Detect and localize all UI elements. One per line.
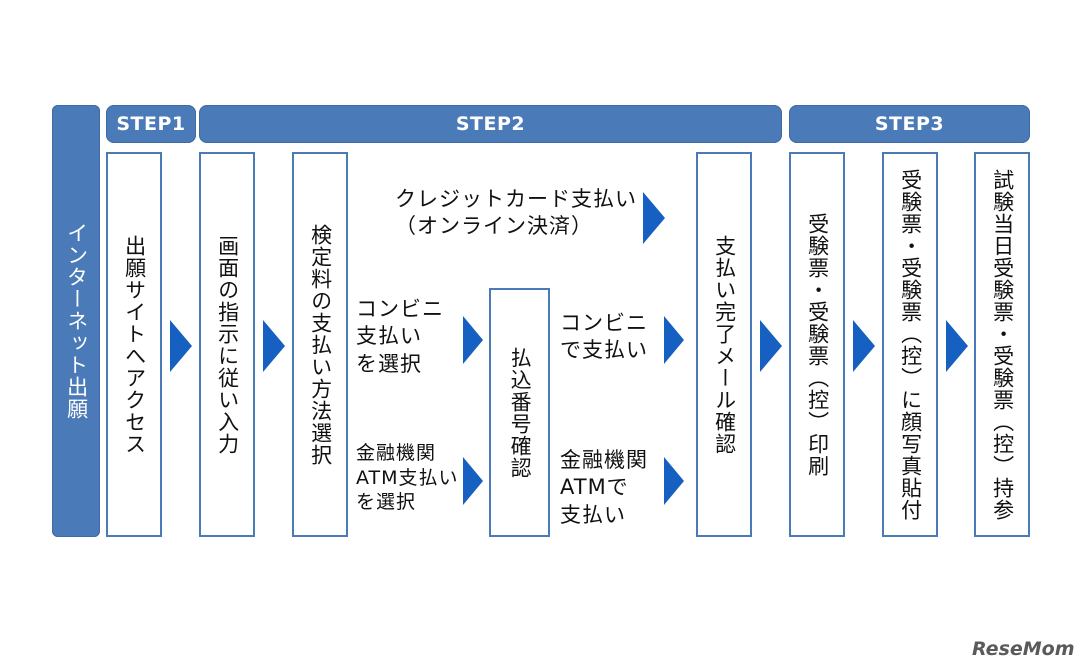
box-print-ticket-text: 受験票・受験票（控）印刷 [805, 212, 830, 477]
internet-application-label: インターネット出願 [52, 105, 100, 537]
box-bring-ticket: 試験当日受験票・受験票（控）持参 [974, 152, 1030, 537]
box-payment-number: 払込番号確認 [489, 288, 550, 537]
step1-header: STEP1 [106, 105, 196, 143]
box-input-form: 画面の指示に従い入力 [199, 152, 255, 537]
arrow-right-icon [643, 192, 665, 244]
arrow-right-icon [463, 316, 483, 364]
step2-header: STEP2 [199, 105, 782, 143]
box-completion-mail: 支払い完了メール確認 [696, 152, 752, 537]
box-completion-mail-text: 支払い完了メール確認 [712, 234, 737, 455]
arrow-right-icon [853, 320, 875, 372]
arrow-right-icon [463, 457, 483, 505]
box-payment-number-text: 払込番号確認 [508, 346, 533, 479]
arrow-right-icon [664, 316, 684, 364]
atm-select-label: 金融機関 ATM支払い を選択 [356, 442, 459, 514]
conveni-pay-label: コンビニ で支払い [560, 311, 648, 363]
box-access-site-text: 出願サイトへアクセス [122, 234, 147, 455]
arrow-right-icon [263, 320, 285, 372]
box-payment-method-text: 検定料の支払い方法選択 [308, 223, 333, 466]
arrow-right-icon [760, 320, 782, 372]
box-bring-ticket-text: 試験当日受験票・受験票（控）持参 [990, 168, 1015, 521]
resemom-logo: ReseMom [972, 638, 1075, 660]
credit-card-label: クレジットカード支払い （オンライン決済） [395, 187, 637, 239]
box-payment-method: 検定料の支払い方法選択 [292, 152, 348, 537]
box-print-ticket: 受験票・受験票（控）印刷 [789, 152, 845, 537]
box-attach-photo-text: 受験票・受験票（控）に顔写真貼付 [898, 168, 923, 521]
box-attach-photo: 受験票・受験票（控）に顔写真貼付 [882, 152, 938, 537]
arrow-right-icon [946, 320, 968, 372]
side-label-text: インターネット出願 [64, 222, 89, 420]
box-input-form-text: 画面の指示に従い入力 [215, 234, 240, 455]
atm-pay-label: 金融機関 ATMで 支払い [560, 448, 648, 527]
arrow-right-icon [170, 320, 192, 372]
arrow-right-icon [664, 457, 684, 505]
conveni-select-label: コンビニ 支払い を選択 [356, 297, 444, 376]
box-access-site: 出願サイトへアクセス [106, 152, 162, 537]
step3-header: STEP3 [789, 105, 1030, 143]
